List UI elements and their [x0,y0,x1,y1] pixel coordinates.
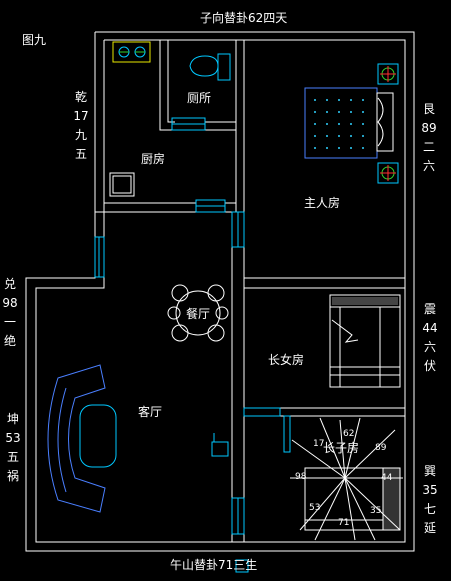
room-label-dining: 餐厅 [186,307,211,321]
dining-table [167,284,229,342]
room-label-eldest-son: 长子房 [323,441,360,455]
room-label-master-bedroom: 主人房 [304,196,341,210]
master-bed [304,63,399,184]
figure-label: 图九 [22,33,47,47]
compass-number: 98 [295,472,307,482]
top-caption: 子向替卦62四天 [200,11,288,25]
compass-number: 89 [375,443,387,453]
window-marks [94,117,291,573]
compass-number: 53 [309,503,321,513]
sofa [47,364,117,513]
exterior-walls [25,31,415,552]
room-label-toilet: 厕所 [187,91,212,105]
room-label-living: 客厅 [138,405,163,419]
daughter-bed [329,294,401,388]
stove [112,41,151,63]
interior-walls [95,40,405,542]
room-label-kitchen: 厨房 [141,152,166,166]
bottom-caption: 午山替卦71三生 [170,558,258,572]
sink [109,172,135,197]
compass-number: 62 [343,429,355,439]
compass-number: 44 [381,473,393,483]
room-label-eldest-daughter: 长女房 [268,353,305,367]
toilet-fixture [189,53,231,81]
compass-number: 17 [313,439,325,449]
cabinet [211,433,229,457]
compass-number: 71 [338,518,350,528]
compass-number: 35 [370,506,382,516]
compass-rays [290,417,403,541]
